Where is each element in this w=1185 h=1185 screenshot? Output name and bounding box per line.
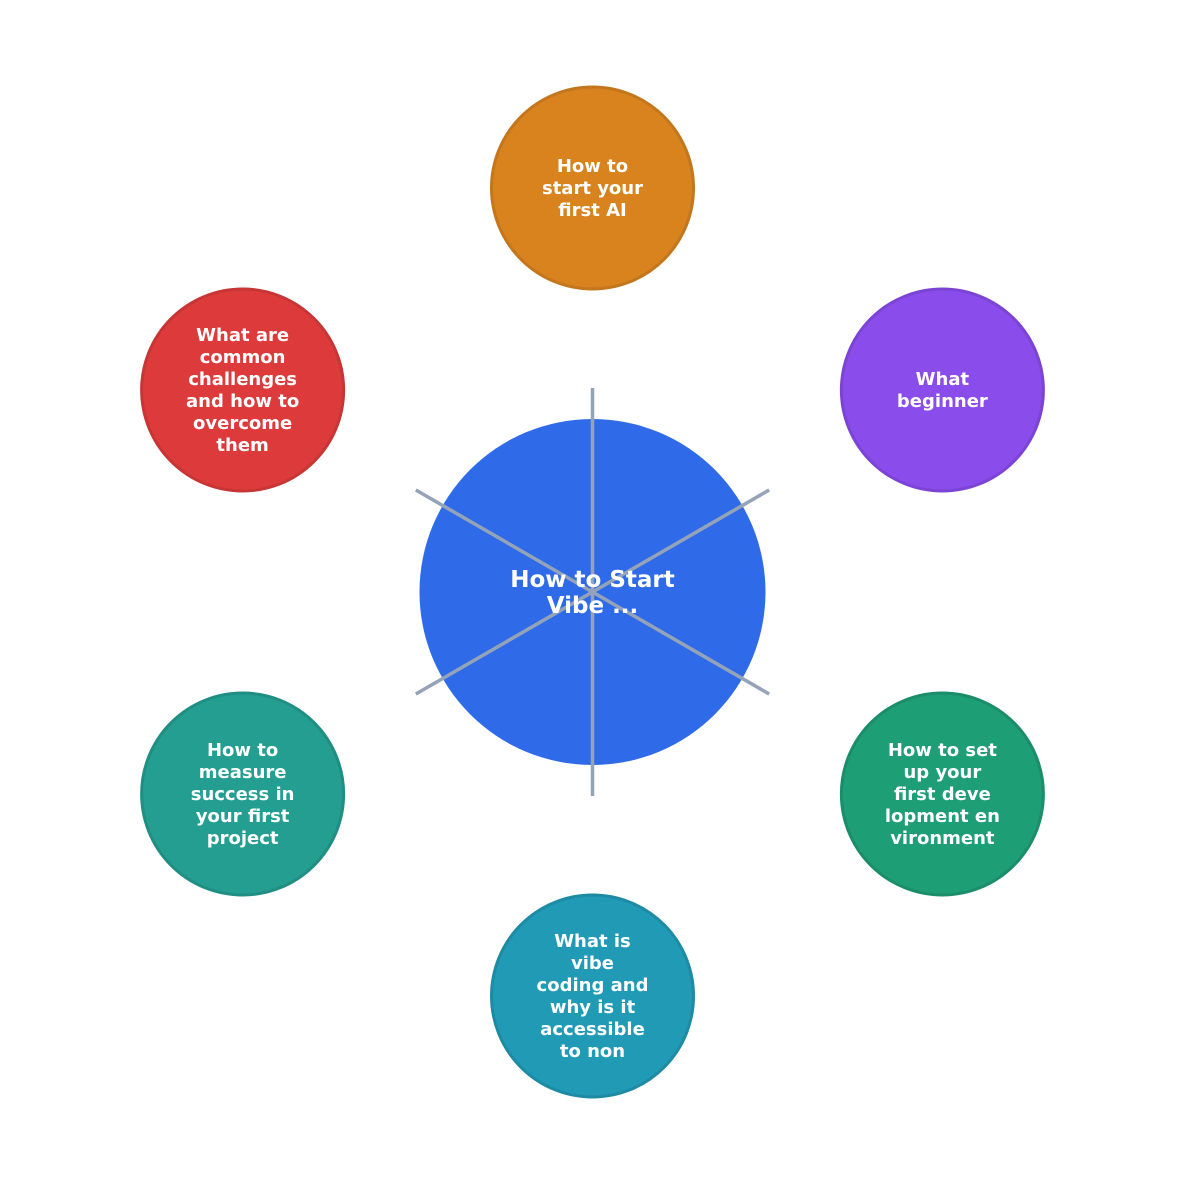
node-label-line: them xyxy=(216,435,268,456)
node-label-line: coding and xyxy=(537,975,649,996)
node-circle xyxy=(490,893,695,1099)
node-label-line: beginner xyxy=(897,391,988,412)
node-circle xyxy=(839,691,1045,897)
node-circle xyxy=(140,691,346,897)
node-label-line: project xyxy=(207,828,279,849)
node-label-line: vironment xyxy=(890,828,995,849)
node-label-line: overcome xyxy=(193,413,292,434)
node-label-line: challenges xyxy=(188,369,297,390)
node-label-line: What xyxy=(916,369,970,390)
node-label-line: vibe xyxy=(571,953,614,974)
node-label-line: to non xyxy=(560,1041,625,1062)
node-label-line: and how to xyxy=(186,391,299,412)
center-label-line: Vibe ... xyxy=(547,593,639,619)
spokes xyxy=(414,388,771,796)
node-label-line: your first xyxy=(196,806,290,827)
node-label-line: How to xyxy=(557,156,628,177)
node-label-line: How to xyxy=(207,740,278,761)
node-circle xyxy=(140,287,346,493)
node-label-line: success in xyxy=(191,784,295,805)
node-label-line: why is it xyxy=(550,997,636,1018)
node-label-line: start your xyxy=(542,178,643,199)
center-label-line: How to Start xyxy=(510,567,675,593)
node-circle xyxy=(839,287,1045,493)
spoke-line-3 xyxy=(414,488,771,696)
node-label-line: How to set xyxy=(888,740,997,761)
node-label-line: common xyxy=(200,347,286,368)
node-label-line: first AI xyxy=(558,200,626,221)
node-circle xyxy=(490,85,695,291)
node-label-line: What are xyxy=(196,325,289,346)
node-label-line: first deve xyxy=(894,784,991,805)
node-label-line: lopment en xyxy=(885,806,1000,827)
node-label-line: What is xyxy=(554,931,631,952)
node-label-line: measure xyxy=(199,762,287,783)
node-label-line: up your xyxy=(903,762,981,783)
node-label-line: accessible xyxy=(540,1019,645,1040)
